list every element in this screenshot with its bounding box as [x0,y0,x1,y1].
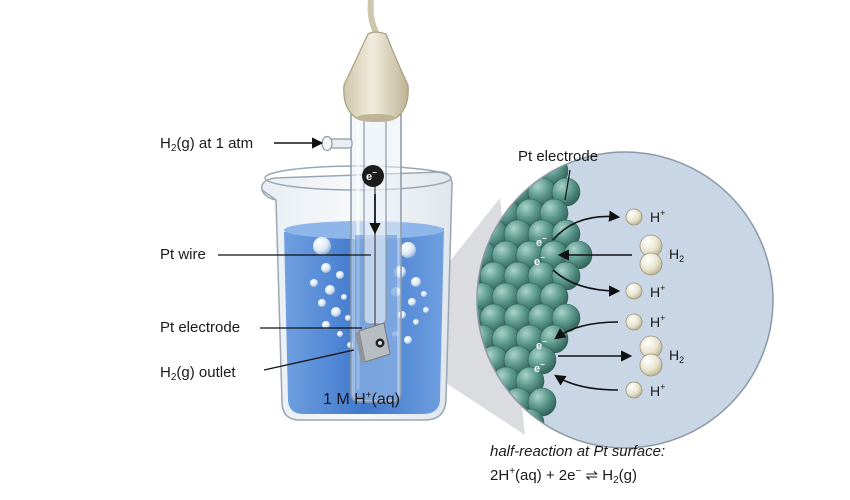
h-plus-ion [625,381,643,399]
zoom-ions [625,208,663,399]
ion-label-h2: H2 [669,347,685,365]
h2-outlet-label: H2(g) outlet [160,364,236,383]
ion-label-h-plus: H+ [650,283,666,300]
h-plus-ion [625,313,643,331]
zoom-electron: e− [534,253,545,268]
h-plus-ion [625,282,643,300]
pt-bead [477,177,485,207]
zoom-electron: e− [534,360,545,375]
electron-marker-label: e− [366,168,377,183]
pt-bead [477,429,485,448]
pt-bead [477,408,497,438]
caption-title: half-reaction at Pt surface: [490,443,666,460]
half-reaction-caption: half-reaction at Pt surface: 2H+(aq) + 2… [490,442,665,491]
zoom-circle [476,151,774,449]
pt-bead [479,152,509,165]
zoom-electrode-leader [564,169,571,201]
pt-bead [477,152,485,165]
h2-molecule-atom [639,353,663,377]
h2-outlet-leader [263,349,355,371]
zoom-arrows [552,210,633,391]
rubber-bulb [343,0,409,122]
ion-label-h-plus: H+ [650,208,666,225]
zoom-electrode-label: Pt electrode [518,148,599,165]
solution-label: 1 M H+(aq) [323,390,400,408]
pt-bead [479,177,509,207]
h2-molecule-atom [639,252,663,276]
zoom-electron: e− [536,337,547,352]
pt-bead [491,156,521,186]
pt-electrode-plate [355,322,391,363]
h2-inlet-label: H2(g) at 1 atm [160,135,254,154]
zoom-electron: e− [536,234,547,249]
gas-inlet-nozzle [321,135,353,152]
electron-marker [362,165,384,187]
h-plus-ion [625,208,643,226]
pt-electrode-label: Pt electrode [160,319,241,336]
pt-bead [477,156,497,186]
ion-label-h-plus: H+ [650,382,666,399]
ion-label-h2: H2 [669,246,685,264]
caption-equation: 2H+(aq) + 2e− ⇌ H2(g) [490,466,638,486]
pt-wire-label: Pt wire [160,246,206,263]
ion-label-h-plus: H+ [650,313,666,330]
